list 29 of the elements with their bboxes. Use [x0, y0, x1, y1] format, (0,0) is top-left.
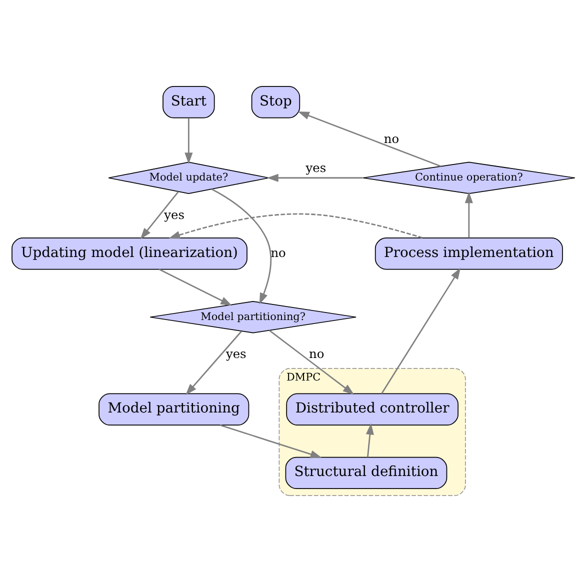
- node-diamond: Model partitioning?: [150, 300, 356, 333]
- arrow: [186, 330, 242, 395]
- arrow: [140, 190, 179, 239]
- arrow: [268, 329, 354, 394]
- edge-label: yes: [164, 207, 184, 222]
- edge-label: no: [270, 245, 286, 260]
- node-diamond: Model update?: [108, 161, 270, 194]
- arrow: [184, 118, 193, 164]
- arrow: [158, 268, 232, 306]
- arrow: [366, 422, 374, 457]
- edge-label: no: [309, 346, 324, 361]
- node-box: Updating model (linearization): [12, 237, 248, 270]
- node-box: Process implementation: [374, 237, 563, 270]
- edge-label: no: [384, 132, 400, 146]
- edge-label: yes: [226, 346, 246, 361]
- node-box: Start: [162, 86, 215, 118]
- arrow: [464, 191, 473, 238]
- node-box: Distributed controller: [286, 392, 458, 425]
- node-diamond: Continue operation?: [362, 161, 576, 194]
- node-box: Model partitioning: [98, 392, 250, 425]
- node-box: Structural definition: [285, 456, 448, 489]
- arrow: [211, 188, 272, 304]
- arrow: [220, 424, 322, 458]
- arrow: [168, 212, 423, 238]
- arrow: [298, 110, 442, 166]
- arrow: [381, 267, 461, 394]
- node-box: Stop: [251, 86, 300, 118]
- arrow: [266, 173, 363, 182]
- edge-label: yes: [306, 160, 326, 174]
